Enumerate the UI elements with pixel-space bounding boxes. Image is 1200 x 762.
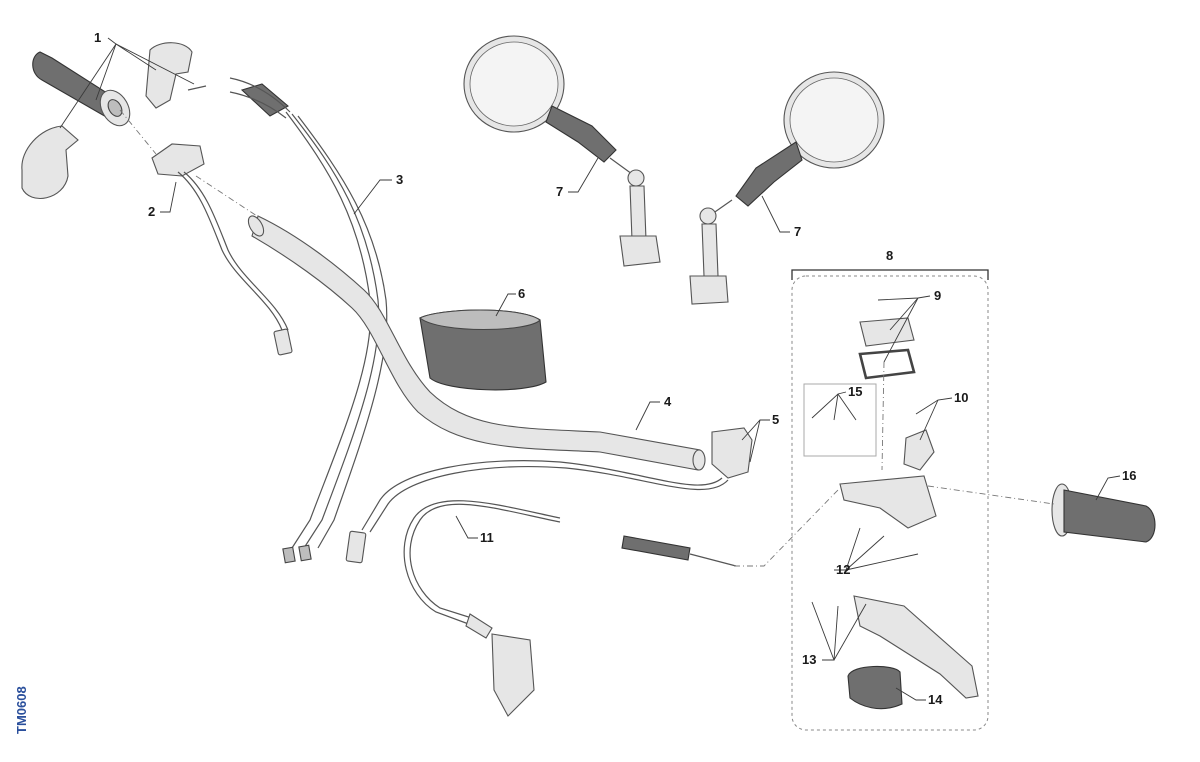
mirror-right [689, 71, 885, 305]
callout-label: 15 [848, 384, 862, 399]
callout-label: 13 [802, 652, 816, 667]
right-switch-housing [345, 427, 753, 564]
callout-label: 14 [928, 692, 943, 707]
callout-labels: 1 2 3 4 5 6 7 7 8 9 10 11 12 13 14 15 16 [94, 30, 1136, 707]
throttle-grip-assembly [21, 42, 207, 199]
switch-harness-left [177, 171, 293, 356]
handlebar [247, 215, 706, 471]
callout-label: 1 [94, 30, 101, 45]
callout-label: 4 [664, 394, 672, 409]
callout-label: 6 [518, 286, 525, 301]
handlebar-pad [418, 309, 547, 391]
alignment-lines [119, 109, 1055, 567]
callout-label: 2 [148, 204, 155, 219]
callout-label: 8 [886, 248, 893, 263]
mirror-left [463, 35, 661, 267]
group-8-box [791, 269, 989, 731]
right-grip [1051, 483, 1156, 543]
callout-label: 5 [772, 412, 779, 427]
clutch-cable [403, 500, 737, 717]
callout-label: 10 [954, 390, 968, 405]
callout-label: 11 [480, 530, 494, 545]
callout-label: 3 [396, 172, 403, 187]
callout-label: 7 [556, 184, 563, 199]
reference-code: TM0608 [14, 686, 29, 734]
callout-label: 7 [794, 224, 801, 239]
callout-label: 9 [934, 288, 941, 303]
callout-leaders [59, 37, 1121, 701]
callout-label: 16 [1122, 468, 1136, 483]
callout-label: 12 [836, 562, 850, 577]
throttle-cables [229, 77, 388, 564]
